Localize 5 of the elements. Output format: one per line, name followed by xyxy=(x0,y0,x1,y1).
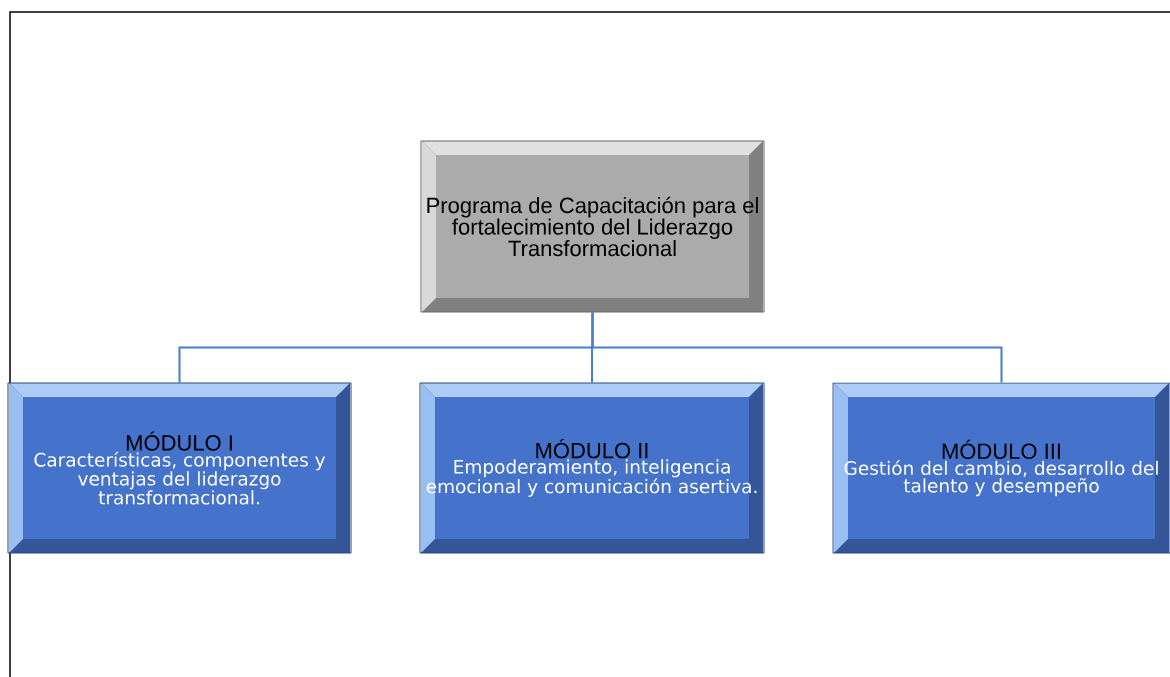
connector-line xyxy=(591,311,1003,384)
module-box: MÓDULO III Gestión del cambio, desarrollo del talento y desempeño xyxy=(832,382,1170,554)
module-box: MÓDULO II Empoderamiento, inteligencia emocional y comunicación asertiva. xyxy=(419,382,765,554)
module-box: MÓDULO I Características, componentes y ventajas del liderazgo transformacional. xyxy=(7,382,352,554)
title-box: Programa de Capacitación para el fortalecimiento del Liderazgo Transformacional xyxy=(420,140,765,313)
